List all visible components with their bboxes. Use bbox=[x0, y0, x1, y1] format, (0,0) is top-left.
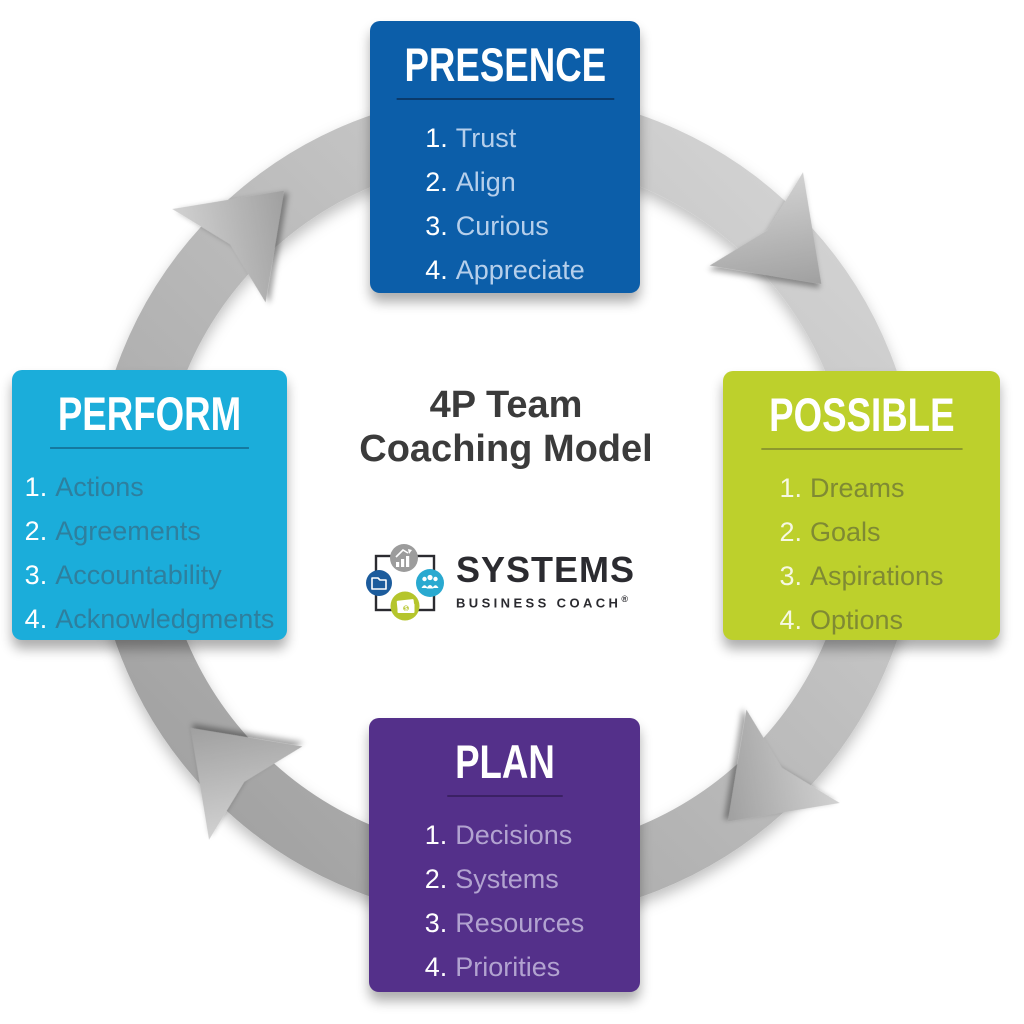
plan-title: PLAN bbox=[446, 738, 563, 797]
diagram-title-line2: Coaching Model bbox=[359, 428, 653, 471]
diagram-title: 4P Team Coaching Model bbox=[296, 383, 716, 472]
list-item: 4.Appreciate bbox=[425, 255, 585, 285]
perform-box: PERFORM 1.Actions 2.Agreements 3.Account… bbox=[12, 370, 287, 640]
people-icon bbox=[416, 569, 444, 597]
list-item: 4.Acknowledgments bbox=[24, 604, 275, 634]
possible-title: POSSIBLE bbox=[761, 391, 962, 450]
list-item: 2.Agreements bbox=[24, 516, 201, 546]
logo-subtitle: BUSINESS COACH® bbox=[456, 593, 628, 611]
logo-brand: SYSTEMS bbox=[456, 548, 636, 590]
systems-business-coach-logo: $ SYSTEMS BUSINESS COACH® bbox=[364, 540, 635, 622]
presence-title: PRESENCE bbox=[396, 41, 614, 100]
perform-title: PERFORM bbox=[50, 390, 249, 449]
list-item: 4.Options bbox=[779, 605, 904, 635]
possible-box: POSSIBLE 1.Dreams 2.Goals 3.Aspirations … bbox=[723, 371, 1000, 640]
cycle-arrowhead-bottom-left bbox=[190, 728, 303, 840]
list-item: 4.Priorities bbox=[424, 952, 561, 982]
diagram-title-line1: 4P Team bbox=[429, 384, 583, 426]
list-item: 3.Accountability bbox=[24, 560, 222, 590]
folder-icon bbox=[366, 570, 392, 596]
list-item: 2.Systems bbox=[424, 864, 559, 894]
list-item: 3.Curious bbox=[425, 211, 549, 241]
list-item: 1.Trust bbox=[425, 123, 517, 153]
cycle-arrowhead-top-left bbox=[172, 190, 284, 303]
list-item: 2.Align bbox=[425, 167, 516, 197]
list-item: 2.Goals bbox=[779, 517, 881, 547]
list-item: 1.Actions bbox=[24, 472, 144, 502]
logo-icon-cluster: $ bbox=[366, 544, 444, 621]
presence-list: 1.Trust 2.Align 3.Curious 4.Appreciate bbox=[425, 116, 585, 292]
svg-text:$: $ bbox=[404, 606, 408, 612]
list-item: 1.Dreams bbox=[779, 473, 905, 503]
chart-icon bbox=[390, 544, 418, 572]
list-item: 3.Aspirations bbox=[779, 561, 944, 591]
list-item: 3.Resources bbox=[424, 908, 585, 938]
plan-list: 1.Decisions 2.Systems 3.Resources 4.Prio… bbox=[425, 813, 585, 989]
money-icon: $ bbox=[390, 591, 420, 621]
presence-box: PRESENCE 1.Trust 2.Align 3.Curious 4.App… bbox=[370, 21, 640, 293]
perform-list: 1.Actions 2.Agreements 3.Accountability … bbox=[25, 465, 275, 641]
possible-list: 1.Dreams 2.Goals 3.Aspirations 4.Options bbox=[779, 466, 943, 642]
logo-text: SYSTEMS BUSINESS COACH® bbox=[456, 548, 636, 611]
registered-mark: ® bbox=[621, 593, 628, 604]
plan-box: PLAN 1.Decisions 2.Systems 3.Resources 4… bbox=[369, 718, 640, 992]
cycle-arrowhead-bottom-right bbox=[728, 709, 840, 822]
list-item: 1.Decisions bbox=[424, 820, 573, 850]
cycle-arrowhead-top-right bbox=[709, 172, 822, 284]
